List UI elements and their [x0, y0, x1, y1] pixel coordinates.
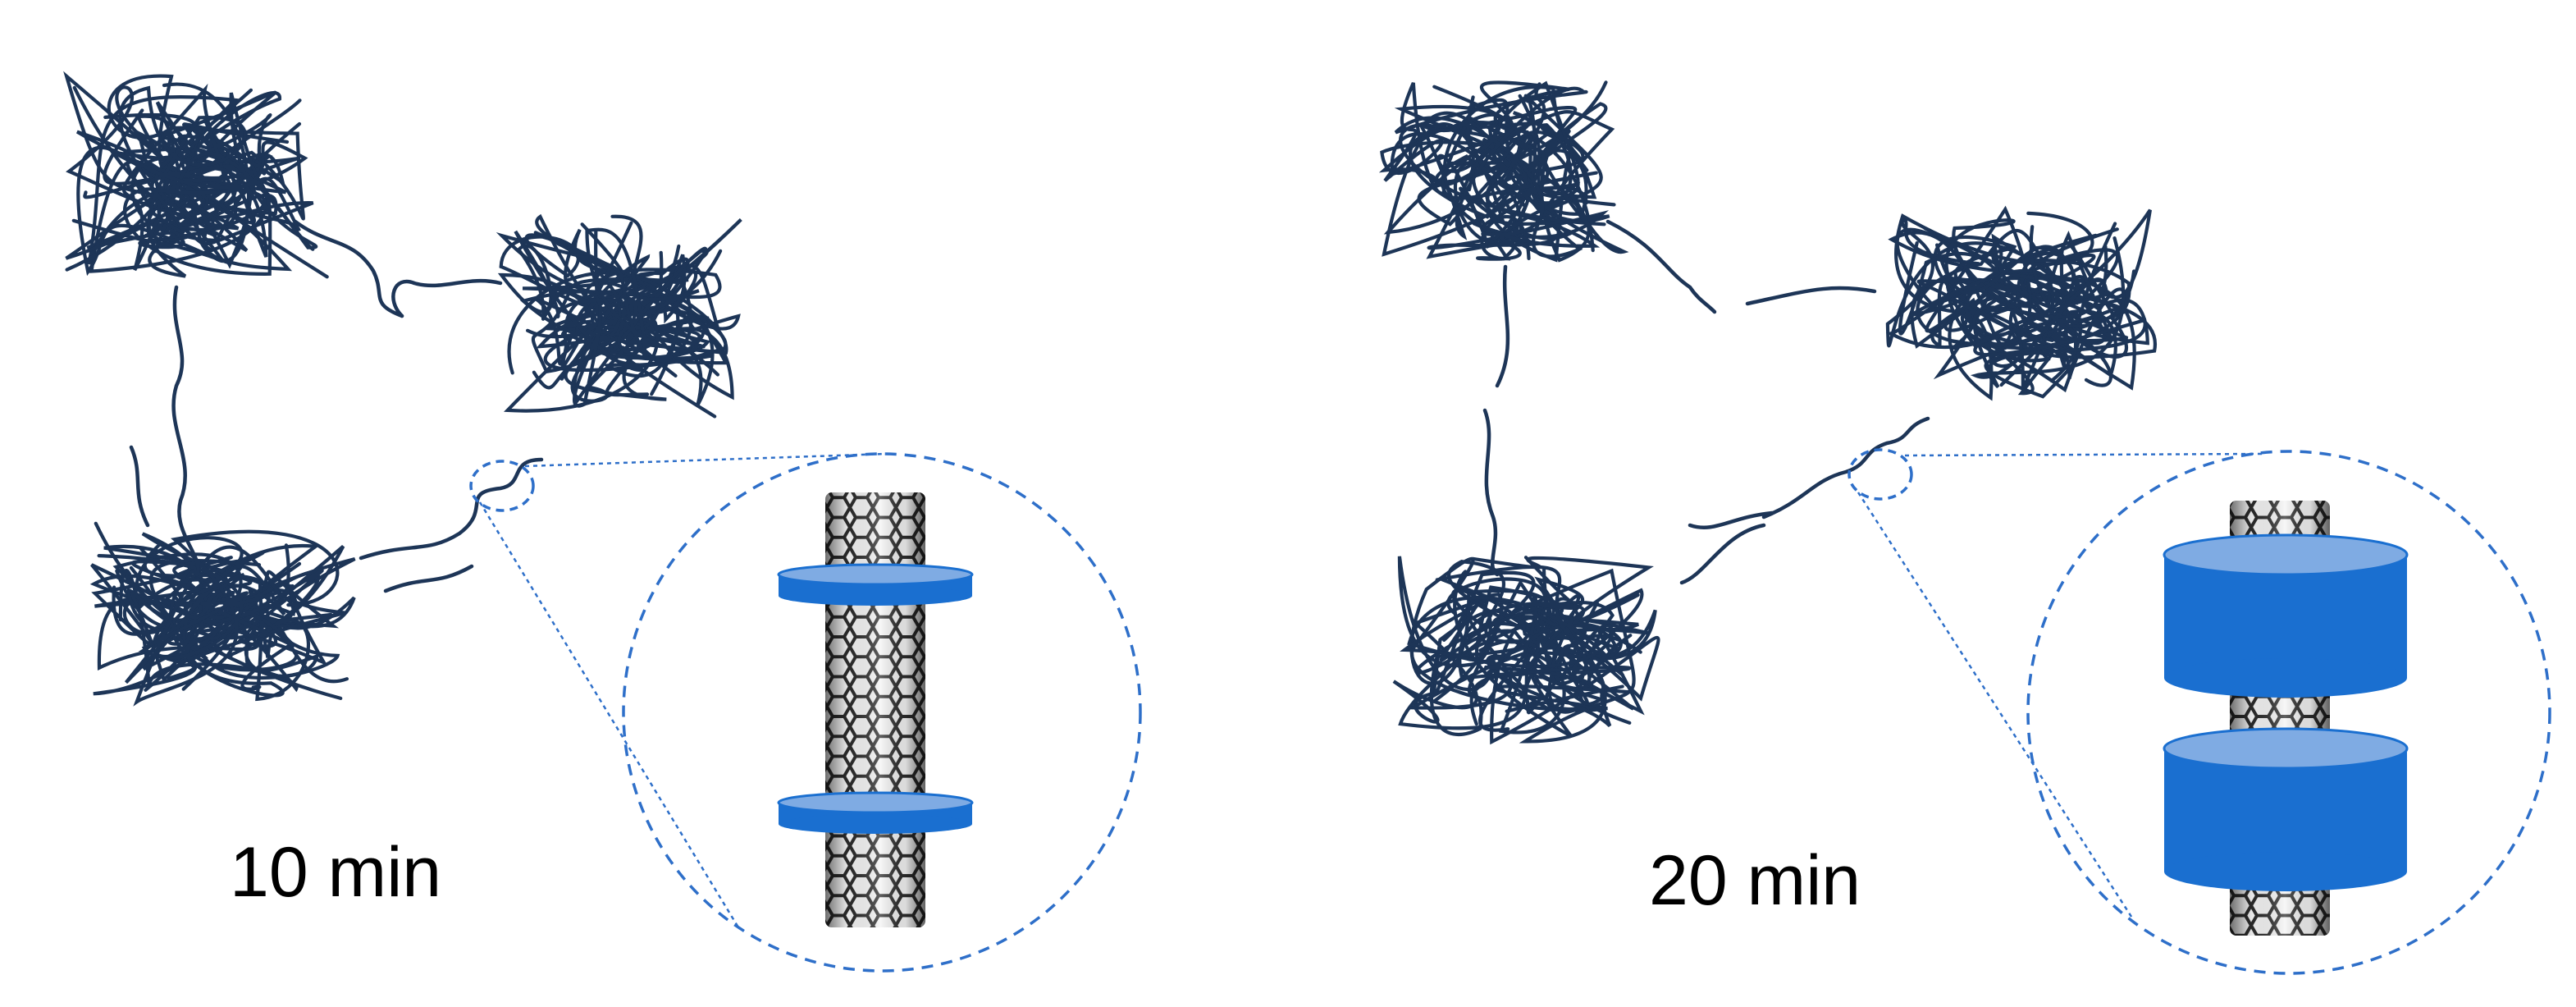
carbon-nanotube [825, 492, 925, 927]
fiber-strand [536, 254, 701, 397]
fiber-strand [1407, 565, 1632, 680]
fiber-cluster-bottom-left [89, 521, 356, 707]
fiber-strand [1944, 218, 2136, 399]
band-bottom [2164, 658, 2407, 698]
fiber-strand [533, 221, 708, 405]
fiber-strand [130, 570, 346, 702]
fiber-strand [1933, 233, 2128, 393]
connecting-fibers [129, 219, 544, 593]
fiber-strand [504, 268, 728, 413]
fiber-strand [514, 214, 729, 378]
fiber-strand [123, 88, 318, 276]
polymer-band-upper [777, 563, 974, 606]
polymer-band-lower [2163, 727, 2409, 891]
fiber-strand [1441, 115, 1629, 254]
fiber-cluster-middle [496, 213, 742, 419]
time-label-10-min: 10 min [230, 833, 442, 912]
fiber-strand [97, 529, 340, 707]
fiber-strand [1970, 236, 2147, 389]
fiber-cluster-middle [1885, 205, 2157, 401]
band-bottom [779, 586, 972, 606]
band-top [2163, 533, 2409, 576]
band-top [777, 563, 974, 586]
time-label-20-min: 20 min [1649, 841, 1861, 920]
fiber-cluster-top-left [1378, 80, 1629, 263]
zoom-callout [1848, 448, 2551, 975]
fiber-strand [75, 130, 315, 272]
fiber-strand [83, 83, 306, 272]
fiber-strand [129, 565, 328, 666]
panel-10-min [63, 71, 1142, 973]
fiber-strand [1394, 86, 1588, 240]
fiber-strand [1378, 82, 1530, 249]
polymer-band-lower [777, 791, 974, 834]
band-top [2163, 727, 2409, 770]
fiber-cluster-top-left [63, 71, 329, 279]
fiber-strand [1885, 208, 2152, 391]
fiber-strand [1935, 225, 2128, 359]
fiber-cluster-bottom-left [1392, 556, 1660, 745]
fiber-strand [1471, 556, 1654, 727]
band-top [777, 791, 974, 814]
band-bottom [2164, 852, 2407, 891]
band-bottom [779, 814, 972, 834]
fiber-strand [118, 85, 308, 242]
connecting-fibers [1482, 219, 1930, 585]
fiber-strand [1441, 560, 1580, 735]
polymer-band-upper [2163, 533, 2409, 698]
fiber-strand [1439, 603, 1660, 745]
zoom-callout [469, 452, 1142, 973]
fiber-strand [90, 559, 262, 684]
panel-20-min [1378, 80, 2551, 975]
fiber-strand [496, 227, 699, 408]
